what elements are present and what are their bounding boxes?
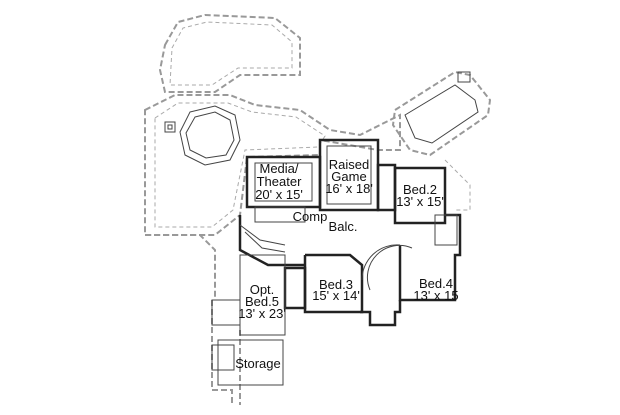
room-name: Bed.2 <box>403 182 437 197</box>
room-size: 15' x 14' <box>312 288 360 303</box>
room-size: 20' x 15' <box>255 187 303 202</box>
room-bed4: Bed.4 13' x 15 <box>413 276 458 303</box>
room-storage: Storage <box>235 356 281 371</box>
room-opt-bed5: Opt. Bed.5 13' x 23' <box>238 282 286 321</box>
room-name: Opt. <box>250 282 275 297</box>
rear-deck-outline <box>144 94 401 236</box>
room-name: Bed.5 <box>245 294 279 309</box>
room-balcony: Balc. <box>329 219 358 234</box>
room-name: Storage <box>235 356 281 371</box>
room-media-theater: Media/ Theater 20' x 15' <box>255 161 303 202</box>
room-name: Balc. <box>329 219 358 234</box>
pool-outline <box>391 70 492 211</box>
room-name: Theater <box>257 174 302 189</box>
room-bed3: Bed.3 15' x 14' <box>312 277 360 303</box>
room-size: 13' x 23' <box>238 306 286 321</box>
room-name: Bed.3 <box>319 277 353 292</box>
room-name: Comp <box>293 209 328 224</box>
room-name: Bed.4 <box>419 276 453 291</box>
left-wing-outline <box>145 234 241 405</box>
room-bed2: Bed.2 13' x 15' <box>396 182 444 209</box>
room-size: 13' x 15 <box>413 288 458 303</box>
room-size: 13' x 15' <box>396 194 444 209</box>
room-name: Game <box>331 169 366 184</box>
upper-terrace-outline <box>158 13 301 93</box>
room-name: Raised <box>329 157 369 172</box>
opt-bed5-walls <box>217 254 286 386</box>
room-comp: Comp <box>293 209 328 224</box>
room-size: 16' x 18' <box>325 181 373 196</box>
walls <box>238 138 462 327</box>
room-raised-game: Raised Game 16' x 18' <box>325 157 373 196</box>
room-name: Media/ <box>259 161 298 176</box>
